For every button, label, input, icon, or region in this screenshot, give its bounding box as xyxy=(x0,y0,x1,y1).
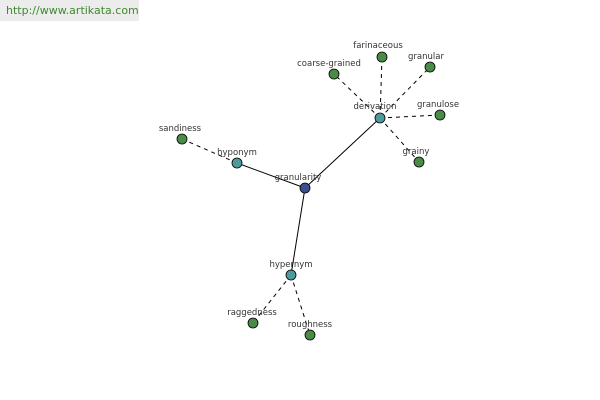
edge-derivation-grainy xyxy=(379,117,420,163)
label-derivation: derivation xyxy=(353,102,396,112)
node-roughness[interactable] xyxy=(304,329,316,341)
edge-derivation-granulose xyxy=(379,114,441,119)
edge-hypernym-roughness xyxy=(290,274,311,336)
label-hyponym: hyponym xyxy=(217,148,257,158)
label-sandiness: sandiness xyxy=(159,124,202,134)
node-farinaceous[interactable] xyxy=(376,51,388,63)
node-hypernym[interactable] xyxy=(285,269,297,281)
edge-granularity-hypernym xyxy=(290,187,306,276)
edge-derivation-farinaceous xyxy=(379,56,383,119)
edge-derivation-granular xyxy=(379,66,431,119)
edge-hyponym-sandiness xyxy=(181,138,238,164)
edge-hypernym-raggedness xyxy=(252,274,292,324)
node-sandiness[interactable] xyxy=(176,133,188,145)
edge-derivation-coarse-grained xyxy=(333,73,381,119)
node-grainy[interactable] xyxy=(413,156,425,168)
edge-granularity-derivation xyxy=(304,117,381,189)
node-granulose[interactable] xyxy=(434,109,446,121)
label-roughness: roughness xyxy=(288,320,333,330)
label-granular: granular xyxy=(408,52,444,62)
dashed-edges xyxy=(181,56,441,336)
label-coarse-grained: coarse-grained xyxy=(297,59,361,69)
label-raggedness: raggedness xyxy=(227,308,277,318)
node-labels: granularity hyponym derivation hypernym … xyxy=(159,41,459,330)
label-granularity: granularity xyxy=(275,173,322,183)
node-derivation[interactable] xyxy=(374,112,386,124)
label-hypernym: hypernym xyxy=(269,260,312,270)
solid-edges xyxy=(236,117,381,276)
site-url-link[interactable]: http://www.artikata.com xyxy=(6,4,139,17)
label-farinaceous: farinaceous xyxy=(353,41,403,51)
node-raggedness[interactable] xyxy=(247,317,259,329)
node-granularity[interactable] xyxy=(299,182,311,194)
edge-granularity-hyponym xyxy=(236,162,306,189)
node-hyponym[interactable] xyxy=(231,157,243,169)
url-banner: http://www.artikata.com xyxy=(0,0,139,21)
label-granulose: granulose xyxy=(417,100,459,110)
label-grainy: grainy xyxy=(403,147,430,157)
nodes xyxy=(176,51,446,341)
node-coarse-grained[interactable] xyxy=(328,68,340,80)
node-granular[interactable] xyxy=(424,61,436,73)
